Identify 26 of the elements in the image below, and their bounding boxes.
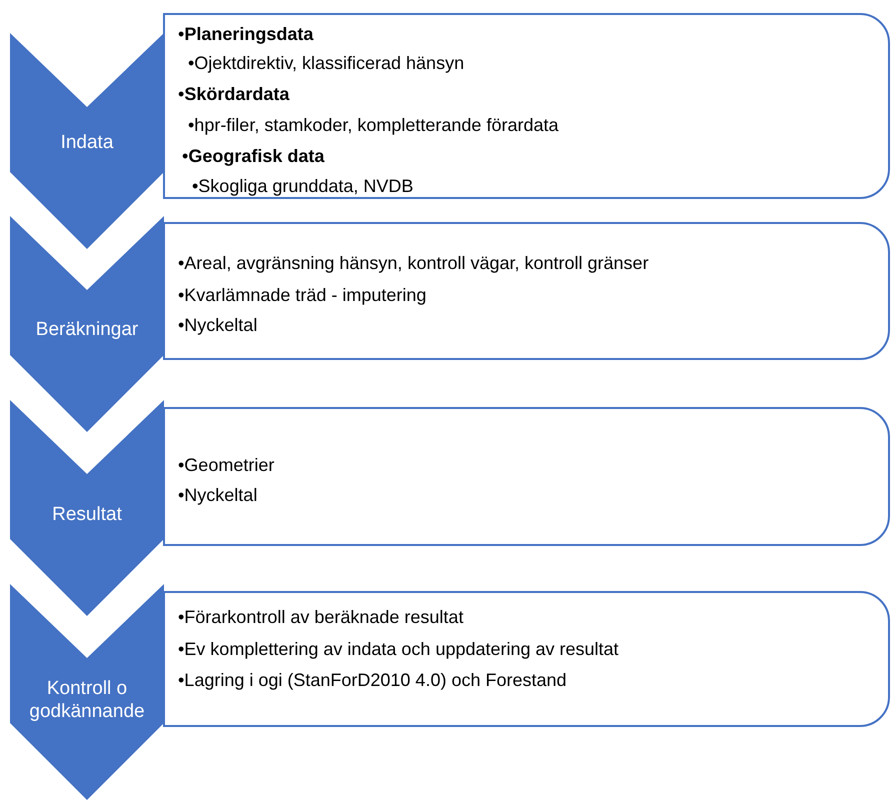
content-panel bbox=[163, 13, 890, 199]
step-label: Indata bbox=[60, 131, 114, 154]
bullet-item: •Lagring i ogi (StanForD2010 4.0) och Forestand bbox=[178, 669, 567, 691]
bullet-item: •Ojektdirektiv, klassificerad hänsyn bbox=[188, 52, 464, 74]
bullet-item: •Planeringsdata bbox=[178, 23, 314, 45]
step-label: Kontroll o godkännande bbox=[28, 677, 146, 723]
bullet-item: •Nyckeltal bbox=[178, 314, 258, 336]
chevron-step bbox=[10, 216, 164, 432]
bullet-item: •Geografisk data bbox=[182, 145, 324, 167]
bullet-item: •Nyckeltal bbox=[178, 484, 258, 506]
bullet-item: •Skogliga grunddata, NVDB bbox=[192, 175, 414, 197]
chevron-step bbox=[10, 33, 164, 249]
chevron-step bbox=[10, 400, 164, 616]
content-panel bbox=[163, 407, 890, 546]
bullet-item: •Kvarlämnade träd - imputering bbox=[178, 284, 426, 306]
bullet-item: •hpr-filer, stamkoder, kompletterande förardata bbox=[188, 114, 558, 136]
bullet-item: •Ev komplettering av indata och uppdatering av resultat bbox=[178, 638, 619, 660]
chevron-step bbox=[10, 584, 164, 800]
bullet-item: •Areal, avgränsning hänsyn, kontroll vägar, kontroll gränser bbox=[178, 252, 649, 274]
bullet-item: •Skördardata bbox=[178, 83, 290, 105]
content-panel bbox=[163, 591, 890, 727]
step-label: Beräkningar bbox=[34, 318, 140, 341]
bullet-item: •Förarkontroll av beräknade resultat bbox=[178, 606, 464, 628]
step-label: Resultat bbox=[51, 503, 123, 526]
content-panel bbox=[163, 222, 890, 360]
bullet-item: •Geometrier bbox=[178, 454, 274, 476]
